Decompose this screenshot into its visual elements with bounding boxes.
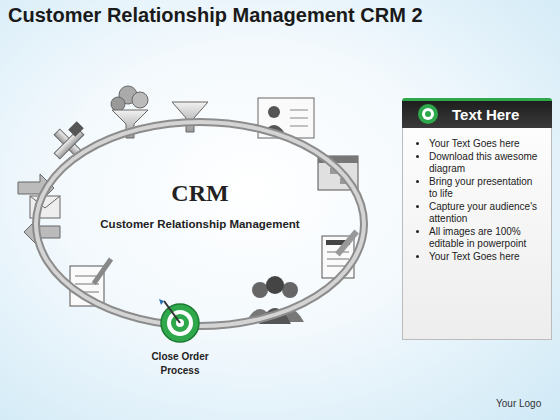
ring-node: CRM Customer Relationship Management <box>32 118 368 330</box>
panel-body: Your Text Goes hereDownload this awesome… <box>402 128 552 340</box>
target-ring <box>425 111 431 117</box>
panel-heading: Text Here <box>452 106 519 123</box>
center-heading: CRM <box>32 180 368 207</box>
target-ring <box>422 108 434 120</box>
dart-fin <box>159 299 164 305</box>
bullet-item: Capture your audience's attention <box>429 201 543 226</box>
funnel-icon <box>172 102 208 132</box>
bullet-item: Your Text Goes here <box>429 138 543 151</box>
bullet-list: Your Text Goes hereDownload this awesome… <box>403 138 551 263</box>
center-subtitle: Customer Relationship Management <box>32 218 368 230</box>
target-ring <box>418 104 438 124</box>
logo-text: Your Logo <box>496 398 541 409</box>
target-node: Close Order Process <box>138 302 222 382</box>
panel-header: Text Here <box>402 98 552 128</box>
panel-node: Text HereYour Text Goes hereDownload thi… <box>402 98 552 340</box>
dart <box>164 301 180 323</box>
bullet-item: Your Text Goes here <box>429 251 543 264</box>
target-label: Close Order Process <box>138 350 222 378</box>
diagram-title: Customer Relationship Management CRM 2 <box>8 4 423 27</box>
bullet-item: Bring your presentation to life <box>429 176 543 201</box>
bullet-item: Download this awesome diagram <box>429 151 543 176</box>
header-target-icon <box>416 102 440 126</box>
bullet-item: All images are 100% editable in powerpoi… <box>429 226 543 251</box>
